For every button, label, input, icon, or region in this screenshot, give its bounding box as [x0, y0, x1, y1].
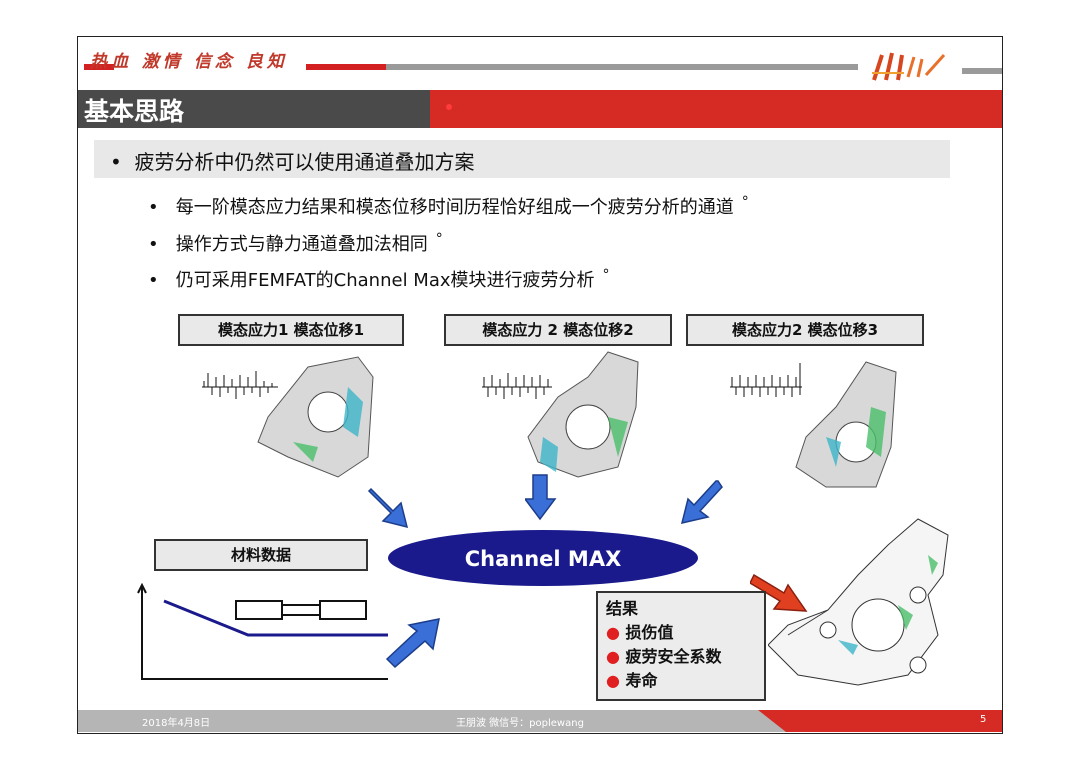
sn-curve-diagram [137, 583, 388, 680]
arrow-down-left-icon [680, 480, 723, 525]
result-knuckle-image [768, 518, 949, 686]
arrow-down-right-icon [367, 487, 409, 529]
header-gray-bar-3 [962, 68, 1002, 74]
sub-bullet-2: • 操作方式与静力通道叠加法相同° [148, 231, 443, 255]
main-bullet-text: 疲劳分析中仍然可以使用通道叠加方案 [134, 150, 475, 174]
result-box: 结果 ● 损伤值 ● 疲劳安全系数 ● 寿命 [596, 591, 766, 701]
motto-text: 热血 激情 信念 良知 [90, 52, 288, 72]
header-red-bar [84, 64, 114, 70]
arrow-up-right-icon [385, 618, 440, 669]
sub-bullet-3: • 仍可采用FEMFAT的Channel Max模块进行疲劳分析° [148, 267, 610, 291]
result-item-2: ● 疲劳安全系数 [606, 647, 722, 666]
page-number: 5 [980, 714, 987, 725]
knuckle-image-1 [202, 356, 374, 478]
footer-author: 王朋波 微信号：poplewang [456, 718, 584, 729]
arrow-red-icon [750, 573, 808, 612]
knuckle-image-3 [730, 361, 897, 488]
header-red-bar-2 [306, 64, 386, 70]
footer-red-shape [758, 710, 1002, 732]
arrow-down-icon [525, 474, 557, 521]
main-bullet: • 疲劳分析中仍然可以使用通道叠加方案 [110, 150, 475, 174]
footer-date: 2018年4月8日 [142, 718, 211, 729]
title-dot [446, 104, 452, 110]
header-gray-bar [386, 64, 858, 70]
title-bar-dark [78, 90, 430, 128]
channel-max-label: Channel MAX [464, 547, 622, 571]
mode-label-2: 模态应力 2 模态位移2 [444, 314, 672, 346]
degree-mark: ° [741, 194, 749, 210]
mode-label-3: 模态应力2 模态位移3 [686, 314, 924, 346]
result-item-text: 寿命 [625, 671, 658, 690]
sub-bullet-text: 操作方式与静力通道叠加法相同 [175, 234, 428, 255]
result-item-3: ● 寿命 [606, 671, 658, 690]
logo-icon [872, 52, 946, 81]
material-data-label: 材料数据 [154, 539, 368, 571]
page-title: 基本思路 [84, 97, 185, 126]
sub-bullet-text: 每一阶模态应力结果和模态位移时间历程恰好组成一个疲劳分析的通道 [175, 197, 734, 218]
result-item-text: 损伤值 [625, 623, 674, 642]
sub-bullet-1: • 每一阶模态应力结果和模态位移时间历程恰好组成一个疲劳分析的通道° [148, 194, 749, 218]
knuckle-image-2 [482, 351, 639, 478]
sub-bullet-text: 仍可采用FEMFAT的Channel Max模块进行疲劳分析 [175, 270, 595, 291]
result-item-text: 疲劳安全系数 [625, 647, 722, 666]
main-bullet-box [94, 140, 950, 178]
degree-mark: ° [602, 267, 610, 283]
channel-max-ellipse [388, 530, 698, 586]
mode-label-1: 模态应力1 模态位移1 [178, 314, 404, 346]
result-title: 结果 [606, 599, 639, 618]
result-item-1: ● 损伤值 [606, 623, 674, 642]
degree-mark: ° [435, 231, 443, 247]
slide: 热血 激情 信念 良知 基本思路 • 疲劳分析中仍然可以使用通道叠加方案 • 每… [77, 36, 1003, 734]
